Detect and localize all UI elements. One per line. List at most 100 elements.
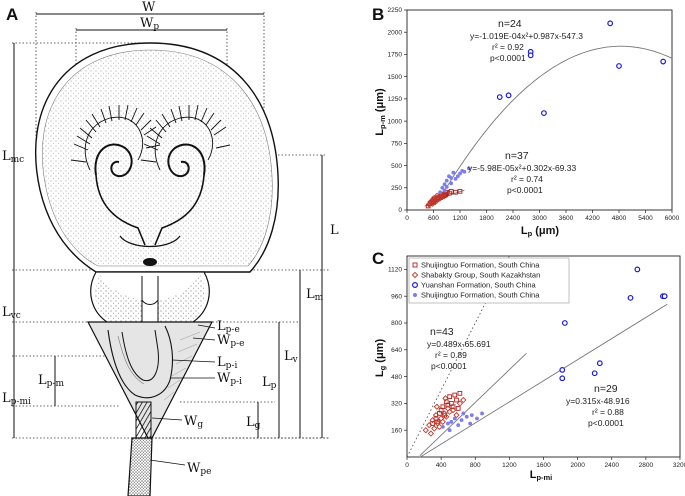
fit2-p: p<0.0001 (588, 418, 624, 428)
data-point-series-4 (480, 411, 484, 416)
body-stipple (42, 49, 273, 267)
fringe-left (70, 104, 161, 171)
data-point-series-2 (439, 418, 446, 425)
x-tick-label: 1200 (453, 215, 468, 222)
legend-marker (412, 262, 418, 268)
panel-c-label: C (372, 249, 384, 268)
panel-b-label: B (372, 5, 384, 24)
data-point-series-4 (444, 178, 449, 183)
fit1-equation: y=-1.019E-04x²+0.987x-547.3 (470, 31, 583, 41)
data-point-series-3 (505, 92, 512, 99)
data-point-series-4 (447, 428, 452, 433)
label-Wp: Wp (140, 16, 159, 32)
y-tick-label: 2000 (388, 29, 403, 36)
y-tick-label: 480 (391, 374, 402, 381)
y-tick-label: 1250 (388, 96, 403, 103)
data-point-series-2 (429, 417, 436, 424)
data-point-series-3 (591, 370, 598, 377)
fit1-n: n=24 (498, 18, 522, 30)
data-point-series-4 (440, 424, 445, 429)
central-node (143, 258, 157, 266)
fit1-p: p<0.0001 (431, 361, 467, 371)
label-Lm: Lm (306, 287, 324, 303)
label-Wg: Wg (184, 414, 203, 430)
data-point-series-1 (449, 401, 454, 406)
data-point-series-4 (458, 171, 462, 176)
data-point-series-2 (432, 411, 440, 419)
data-point-series-3 (527, 52, 534, 59)
legend-marker (412, 282, 419, 289)
legend-label: Yuanshan Formation, South China (421, 281, 536, 290)
x-tick-label: 5400 (638, 215, 653, 222)
x-tick-label: 1800 (479, 215, 494, 222)
y-tick-label: 500 (391, 163, 402, 170)
legend-label: Shuijingtuo Formation, South China (421, 261, 540, 270)
data-point-series-2 (460, 396, 467, 404)
data-point-series-1 (452, 392, 458, 398)
data-point-series-4 (440, 185, 445, 190)
data-point-series-4 (466, 166, 471, 171)
x-tick-label: 0 (405, 462, 409, 469)
x-tick-label: 2800 (639, 462, 654, 469)
data-point-series-4 (468, 421, 473, 426)
x-tick-label: 2400 (605, 462, 620, 469)
fit2-n: n=29 (594, 383, 618, 395)
fit1-r2: r² = 0.89 (435, 350, 467, 360)
data-point-series-4 (456, 423, 461, 428)
data-point-series-2 (432, 198, 439, 206)
fit-line-2 (419, 303, 668, 458)
y-tick-label: 750 (391, 141, 402, 148)
fit-line-1 (419, 353, 527, 457)
data-point-series-4 (442, 188, 447, 193)
label-Lv: Lv (284, 349, 299, 365)
x-tick-label: 4800 (612, 215, 627, 222)
fit1-n: n=43 (430, 326, 454, 338)
y-tick-label: 1120 (388, 267, 402, 274)
measurement-labels: W Wp Lmc Lvc Lp-m Lp-mi L Lm Lv Lp Lg Lp… (2, 0, 339, 477)
data-point-series-2 (437, 415, 445, 422)
data-point-series-4 (460, 168, 465, 173)
label-Lvc: Lvc (2, 305, 21, 321)
data-point-series-3 (496, 94, 503, 101)
data-point-series-4 (461, 411, 466, 416)
x-tick-label: 400 (436, 462, 447, 469)
data-point-series-3 (561, 320, 568, 326)
data-point-series-4 (449, 419, 454, 424)
y-tick-label: 0 (398, 207, 402, 214)
data-point-series-4 (464, 414, 469, 419)
fit2-r2: r² = 0.74 (511, 174, 543, 184)
y-tick-label: 960 (391, 293, 402, 300)
label-Lmc: Lmc (2, 149, 24, 165)
x-tick-label: 2000 (570, 462, 585, 469)
data-point-series-2 (433, 403, 440, 410)
y-axis-label: Lp-m (μm) (374, 88, 387, 136)
y-tick-label: 640 (391, 347, 402, 354)
data-point-series-2 (441, 410, 448, 417)
y-tick-label: 250 (391, 185, 402, 192)
data-point-series-2 (442, 395, 449, 402)
x-tick-label: 1600 (536, 462, 551, 469)
pointer-lines (149, 324, 216, 466)
data-point-series-1 (457, 391, 463, 396)
central-arms (95, 174, 205, 246)
fit2-n: n=37 (505, 150, 529, 162)
label-Wpi: Wp-i (217, 371, 242, 387)
y-tick-label: 1500 (388, 74, 403, 81)
data-point-series-3 (607, 20, 614, 27)
data-point-series-3 (559, 375, 566, 382)
data-point-series-4 (442, 182, 447, 187)
fit2-p: p<0.0001 (507, 185, 543, 195)
data-point-series-2 (456, 400, 464, 407)
y-tick-label: 800 (391, 320, 402, 327)
x-tick-label: 6000 (665, 215, 680, 222)
label-Lpmi: Lp-mi (2, 391, 31, 407)
reference-line (406, 255, 510, 458)
x-tick-label: 0 (405, 215, 409, 222)
spiral-right (167, 143, 206, 178)
data-point-series-4 (449, 181, 454, 186)
x-tick-label: 600 (428, 215, 439, 222)
panel-a-label: A (6, 5, 18, 24)
legend-label: Shabakty Group, South Kazakhstan (421, 271, 540, 280)
data-point-series-3 (541, 110, 547, 117)
